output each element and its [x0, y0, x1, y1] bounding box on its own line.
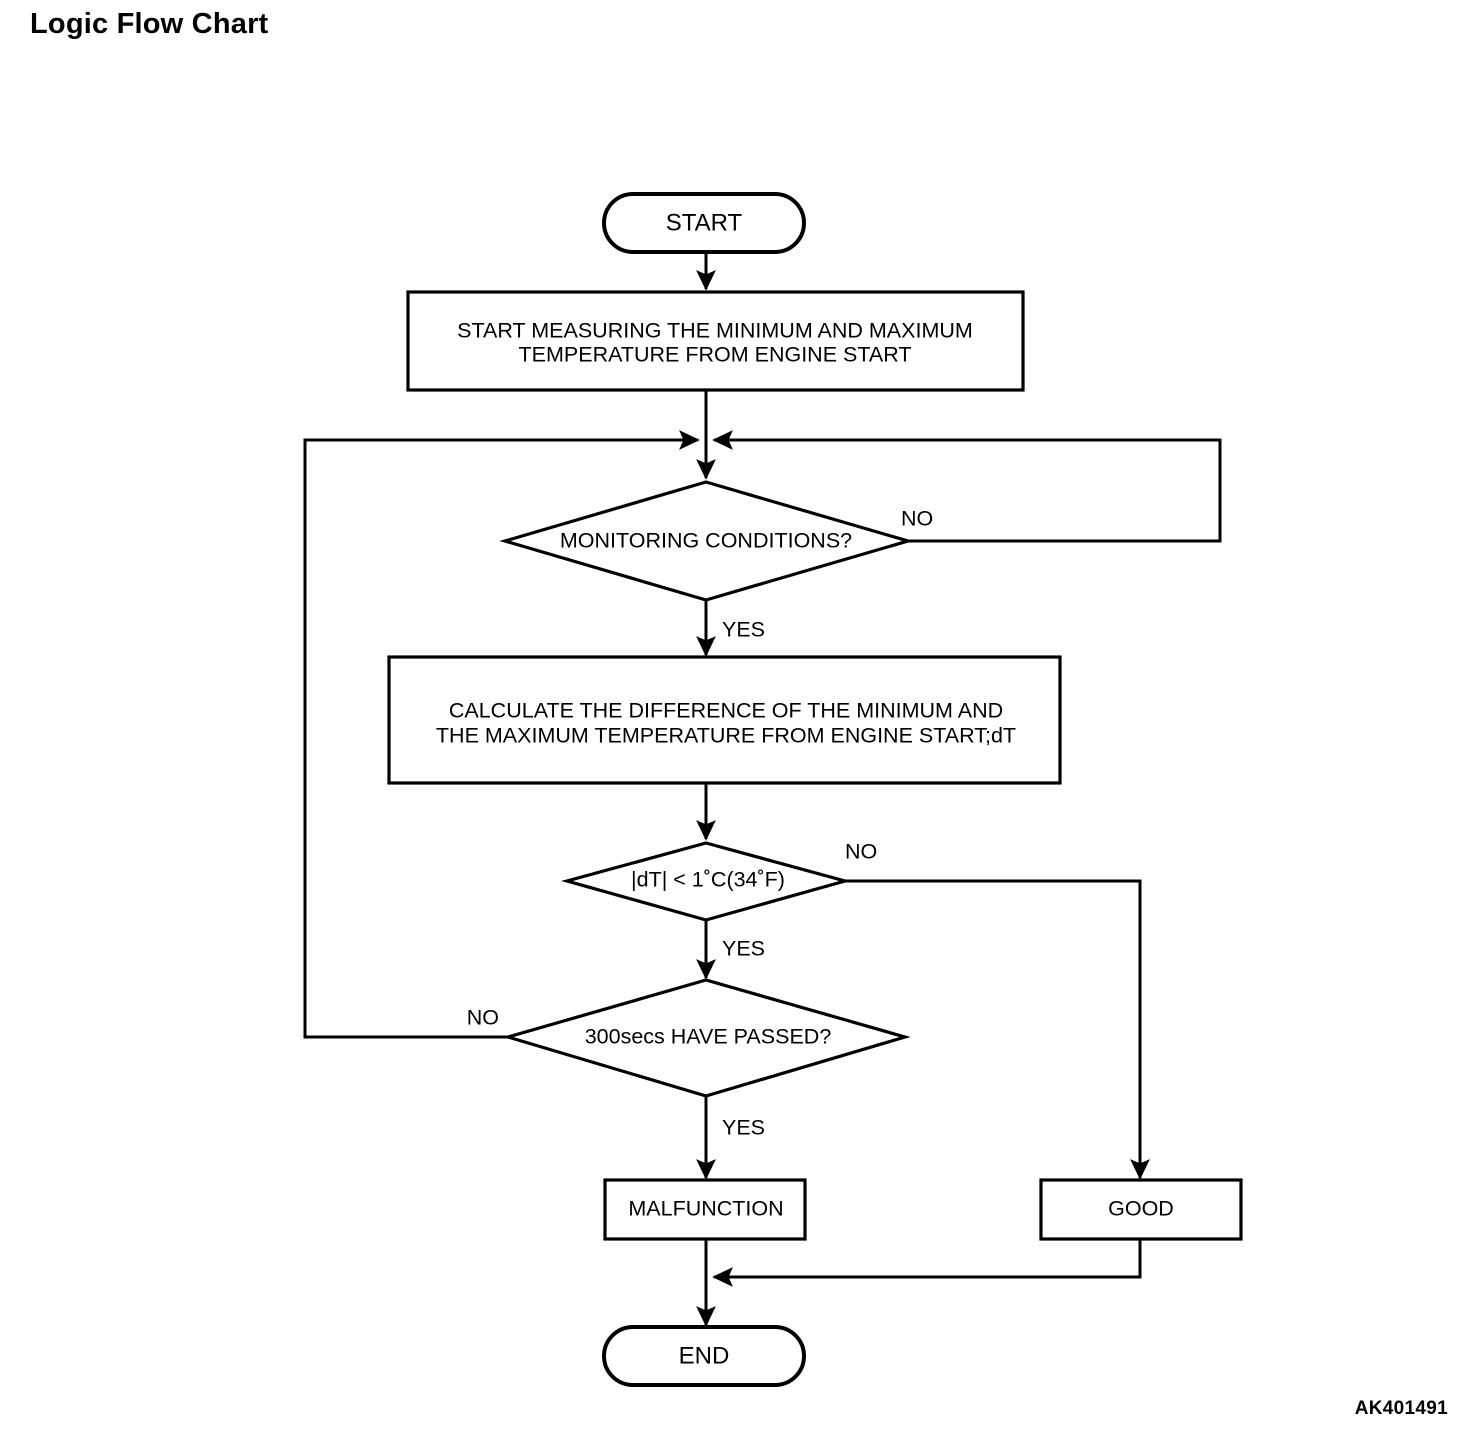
node-malfunction-label: MALFUNCTION	[628, 1197, 783, 1221]
node-end-label: END	[679, 1342, 730, 1369]
node-calculate: CALCULATE THE DIFFERENCE OF THE MINIMUM …	[387, 655, 1062, 785]
node-monitoring-label: MONITORING CONDITIONS?	[560, 529, 852, 553]
node-dt-check: |dT| < 1˚C(34˚F)	[561, 841, 851, 922]
edge-monitoring-no-loopback	[712, 430, 1222, 543]
page-title: Logic Flow Chart	[30, 8, 269, 40]
node-measure: START MEASURING THE MINIMUM AND MAXIMUM …	[406, 290, 1025, 392]
node-monitoring-conditions: MONITORING CONDITIONS?	[499, 480, 914, 602]
edge-timecheck-no-loopback	[303, 430, 700, 1039]
edge-good-to-end-merge	[712, 1239, 1142, 1287]
node-start: START	[602, 192, 806, 254]
edge-label-timecheck-yes: YES	[722, 1116, 765, 1140]
node-end: END	[602, 1325, 806, 1387]
node-good-label: GOOD	[1108, 1197, 1174, 1221]
node-dt-check-label: |dT| < 1˚C(34˚F)	[631, 868, 785, 892]
node-measure-line2: TEMPERATURE FROM ENGINE START	[519, 343, 912, 367]
figure-code: AK401491	[1354, 1398, 1448, 1419]
edge-label-monitoring-no: NO	[901, 507, 933, 531]
node-good: GOOD	[1039, 1178, 1243, 1241]
edge-label-monitoring-yes: YES	[722, 618, 765, 642]
edge-label-timecheck-no: NO	[467, 1006, 499, 1030]
node-start-label: START	[666, 209, 743, 236]
node-calculate-line1: CALCULATE THE DIFFERENCE OF THE MINIMUM …	[449, 699, 1003, 723]
node-calculate-line2: THE MAXIMUM TEMPERATURE FROM ENGINE STAR…	[436, 724, 1016, 748]
edge-dtcheck-no-to-good	[845, 879, 1150, 1180]
node-measure-line1: START MEASURING THE MINIMUM AND MAXIMUM	[457, 319, 973, 343]
edge-label-dtcheck-no: NO	[845, 840, 877, 864]
node-time-check-label: 300secs HAVE PASSED?	[585, 1025, 832, 1049]
node-time-check: 300secs HAVE PASSED?	[502, 978, 911, 1098]
edge-label-dtcheck-yes: YES	[722, 937, 765, 961]
node-malfunction: MALFUNCTION	[603, 1178, 807, 1241]
